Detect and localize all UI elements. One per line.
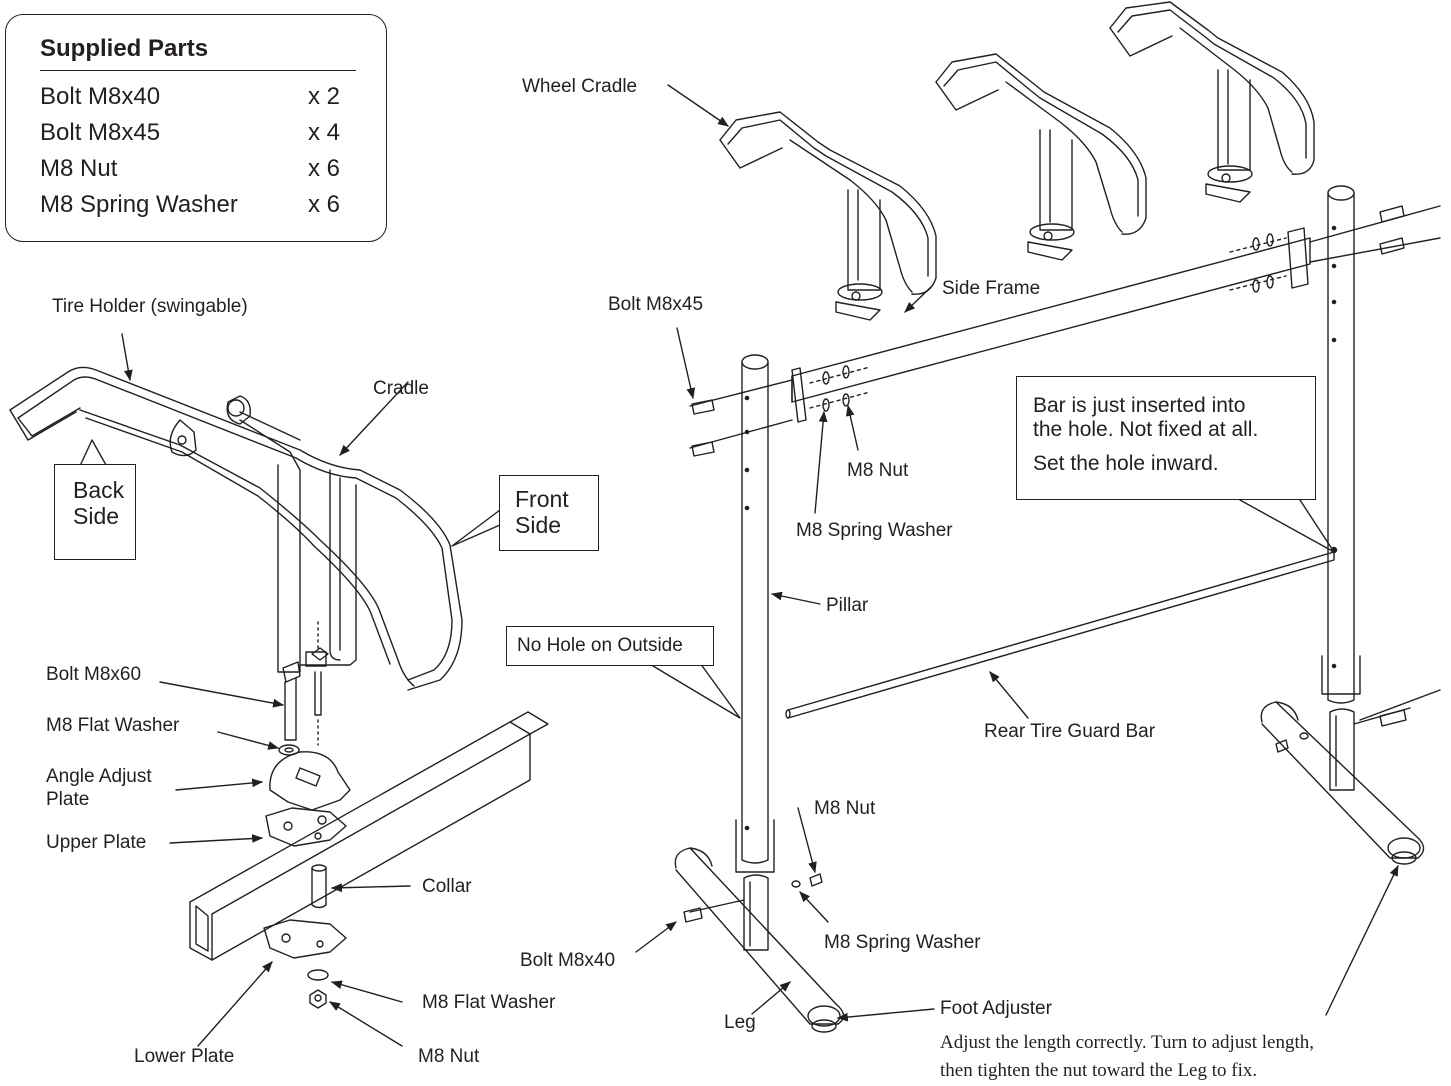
tire-holder-label: Tire Holder (swingable) bbox=[52, 296, 248, 317]
foot-note-line-1: Adjust the length correctly. Turn to adj… bbox=[940, 1032, 1314, 1053]
m8-nut-label-bottom: M8 Nut bbox=[814, 798, 876, 819]
part-qty: x 6 bbox=[308, 191, 341, 218]
supplied-parts-table: Supplied Parts Bolt M8x40 x 2 Bolt M8x45… bbox=[5, 14, 387, 242]
cradle-body-drawing bbox=[277, 464, 357, 746]
part-name: Bolt M8x45 bbox=[40, 119, 161, 146]
rear-tire-guard-label: Rear Tire Guard Bar bbox=[984, 721, 1156, 742]
angle-adjust-label-1: Angle Adjust bbox=[46, 766, 152, 787]
bar-note-line-2: the hole. Not fixed at all. bbox=[1033, 418, 1259, 441]
flat-washer-label-bottom: M8 Flat Washer bbox=[422, 992, 556, 1013]
pillar-label: Pillar bbox=[826, 595, 869, 616]
bolt-m8x40-label: Bolt M8x40 bbox=[520, 950, 616, 971]
washer-and-plates-drawing bbox=[263, 744, 351, 1009]
spring-washer-label-bottom: M8 Spring Washer bbox=[824, 932, 981, 953]
bolt-m8x45-label: Bolt M8x45 bbox=[608, 294, 704, 315]
m8-nut-label-left: M8 Nut bbox=[418, 1046, 480, 1067]
no-hole-callout: No Hole on Outside bbox=[506, 626, 714, 666]
m8-nut-label-top: M8 Nut bbox=[847, 460, 909, 481]
parts-row: M8 Nut x 6 bbox=[40, 155, 360, 183]
leader-lines bbox=[121, 84, 1399, 1047]
upper-plate-label: Upper Plate bbox=[46, 832, 147, 853]
bar-note-line-1: Bar is just inserted into bbox=[1033, 394, 1246, 417]
bar-note-line-3: Set the hole inward. bbox=[1033, 452, 1219, 475]
bar-note-callout: Bar is just inserted into the hole. Not … bbox=[1016, 376, 1316, 500]
parts-row: M8 Spring Washer x 6 bbox=[40, 191, 360, 219]
angle-adjust-label-2: Plate bbox=[46, 789, 90, 810]
cradle-label: Cradle bbox=[373, 378, 429, 399]
part-qty: x 4 bbox=[308, 119, 341, 146]
side-frame-drawing bbox=[689, 205, 1441, 449]
foot-adjuster-label: Foot Adjuster bbox=[940, 998, 1052, 1019]
part-name: M8 Nut bbox=[40, 155, 118, 182]
flat-washer-label-top: M8 Flat Washer bbox=[46, 715, 180, 736]
side-frame-label: Side Frame bbox=[942, 278, 1041, 299]
part-name: M8 Spring Washer bbox=[40, 191, 238, 218]
collar-drawing bbox=[311, 864, 327, 909]
parts-row: Bolt M8x40 x 2 bbox=[40, 83, 360, 111]
back-side-callout: Back Side bbox=[54, 464, 136, 560]
front-side-label-1: Front bbox=[515, 486, 569, 512]
supplied-parts-divider bbox=[40, 70, 356, 71]
back-side-label-1: Back bbox=[73, 477, 125, 503]
wheel-cradle-label: Wheel Cradle bbox=[522, 76, 638, 97]
supplied-parts-title: Supplied Parts bbox=[40, 35, 209, 62]
spring-washer-label-top: M8 Spring Washer bbox=[796, 520, 953, 541]
wheel-cradle-drawings bbox=[719, 1, 1315, 321]
rear-guard-bar-drawing bbox=[785, 551, 1335, 719]
square-tube-drawing bbox=[189, 711, 549, 961]
no-hole-label: No Hole on Outside bbox=[517, 635, 683, 656]
bolt-m8x60-label: Bolt M8x60 bbox=[46, 664, 142, 685]
callout-pointers bbox=[79, 439, 1335, 719]
foot-note-line-2: then tighten the nut toward the Leg to f… bbox=[940, 1060, 1258, 1081]
lower-plate-label: Lower Plate bbox=[134, 1046, 235, 1067]
leg-label: Leg bbox=[724, 1012, 756, 1033]
front-side-callout: Front Side bbox=[499, 475, 599, 551]
parts-row: Bolt M8x45 x 4 bbox=[40, 119, 360, 147]
part-qty: x 2 bbox=[308, 83, 341, 110]
front-side-label-2: Side bbox=[515, 512, 562, 538]
bolt-m8x60-drawing bbox=[282, 661, 301, 741]
part-name: Bolt M8x40 bbox=[40, 83, 161, 110]
collar-label: Collar bbox=[422, 876, 472, 897]
part-qty: x 6 bbox=[308, 155, 341, 182]
back-side-label-2: Side bbox=[73, 503, 120, 529]
tire-holder-drawing bbox=[9, 366, 463, 691]
